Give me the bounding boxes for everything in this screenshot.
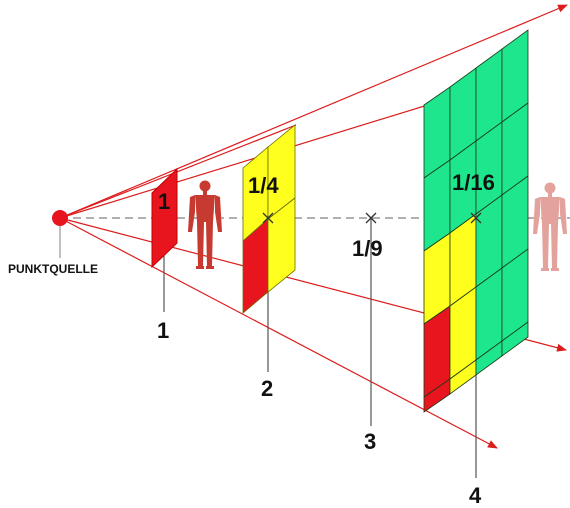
source-label: PUNKTQUELLE — [8, 262, 98, 276]
distance-label-1: 1 — [157, 318, 169, 343]
cross-mark-3 — [365, 212, 377, 224]
ray-upper-outer — [59, 4, 568, 219]
distance-label-3: 3 — [364, 429, 376, 454]
panel-distance-4 — [423, 29, 529, 413]
person-figure-far-icon — [533, 182, 567, 271]
person-figure-near-icon — [188, 180, 222, 269]
distance-label-2: 2 — [261, 376, 273, 401]
panel-distance-2 — [242, 124, 296, 314]
panel-distance-1 — [151, 167, 178, 269]
area-label-1: 1 — [158, 189, 170, 214]
cross-mark-2 — [262, 212, 274, 224]
area-label-2: 1/4 — [248, 173, 279, 198]
ray-top-corner — [59, 124, 297, 219]
area-label-3: 1/9 — [352, 236, 383, 261]
point-source-icon — [52, 210, 68, 226]
area-label-4: 1/16 — [452, 170, 495, 195]
axis-cross-marks — [262, 212, 482, 224]
cross-mark-4 — [470, 212, 482, 224]
distance-label-4: 4 — [469, 483, 482, 508]
